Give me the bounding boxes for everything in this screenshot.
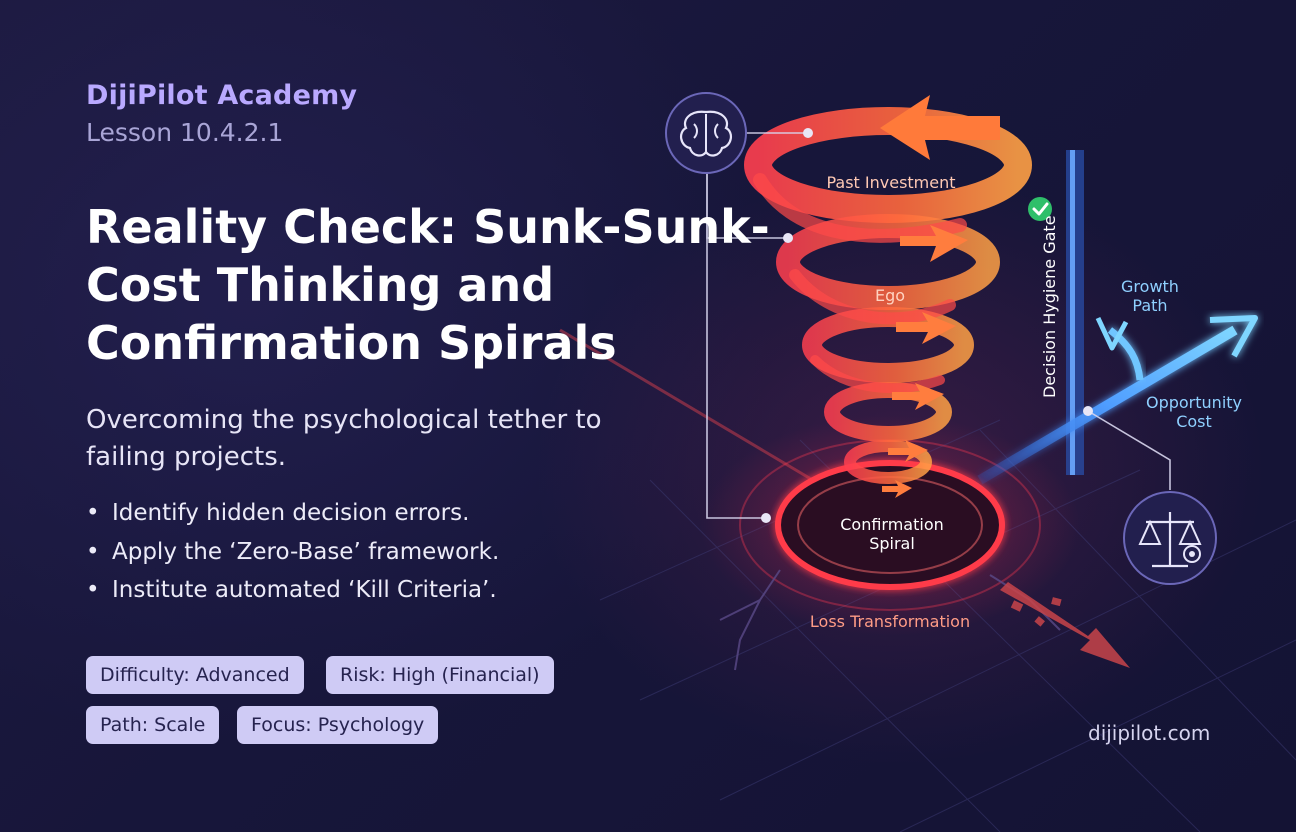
- lesson-number: Lesson 10.4.2.1: [86, 118, 284, 147]
- brand-name: DijiPilot Academy: [86, 80, 358, 111]
- label-ego: Ego: [874, 286, 906, 305]
- scales-gear-icon: [1123, 491, 1217, 585]
- tag-focus: Focus: Psychology: [237, 706, 439, 744]
- label-opportunity-cost: Opportunity Cost: [1145, 393, 1242, 431]
- list-item: •Institute automated ‘Kill Criteria’.: [86, 571, 499, 610]
- label-loss-transformation: Loss Transformation: [809, 612, 971, 631]
- objectives-list: •Identify hidden decision errors. •Apply…: [86, 494, 499, 610]
- label-past-investment: Past Investment: [826, 173, 956, 192]
- label-confirmation-spiral: Confirmation Spiral: [840, 515, 944, 553]
- growth-branch: [1107, 327, 1144, 381]
- bullet-icon: •: [86, 538, 100, 565]
- sunk-cost-spiral: [744, 107, 1032, 484]
- growth-arrowhead: [1209, 315, 1258, 358]
- site-url[interactable]: dijipilot.com: [1088, 721, 1211, 745]
- brain-icon: [665, 92, 747, 174]
- growth-beam: [977, 325, 1238, 485]
- debris-arrow: [1000, 582, 1130, 668]
- bullet-icon: •: [86, 577, 100, 603]
- tag-path: Path: Scale: [86, 706, 220, 744]
- list-item: •Identify hidden decision errors.: [86, 494, 499, 533]
- tag-risk: Risk: High (Financial): [326, 656, 554, 694]
- confirmation-ring: [775, 460, 1005, 590]
- connector-lines: [706, 132, 1171, 519]
- tag-difficulty: Difficulty: Advanced: [86, 656, 304, 694]
- page-subtitle: Overcoming the psychological tether to f…: [86, 405, 602, 472]
- label-growth-path: Growth Path: [1121, 277, 1179, 315]
- bullet-icon: •: [86, 500, 100, 526]
- page-title: Reality Check: Sunk-Sunk-Cost Thinking a…: [86, 200, 770, 370]
- label-decision-gate: Decision Hygiene Gate: [1040, 215, 1059, 398]
- list-item: •Apply the ‘Zero-Base’ framework.: [86, 533, 499, 572]
- spiral-arrowheads: [880, 95, 1000, 498]
